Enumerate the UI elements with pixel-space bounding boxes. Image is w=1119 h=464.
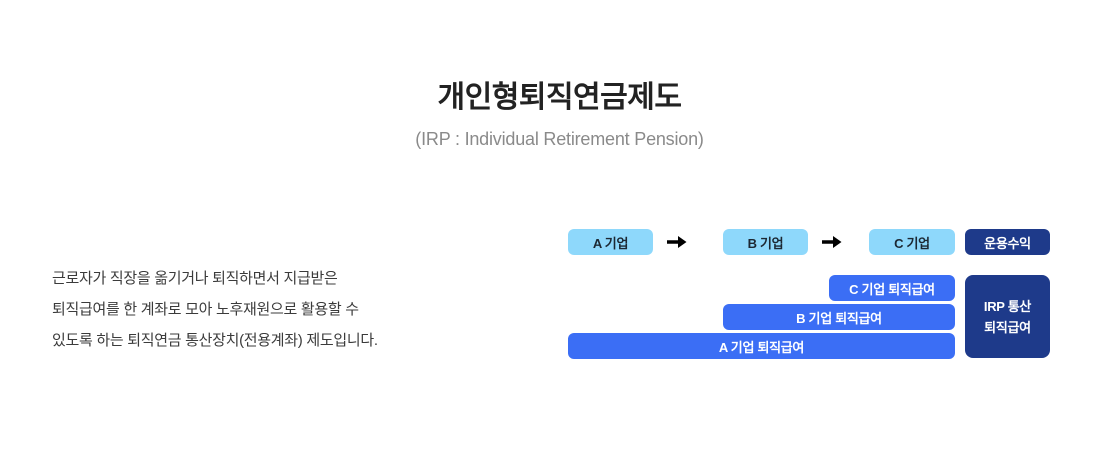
irp-panel-line-2: 퇴직급여 <box>984 319 1031 335</box>
page-subtitle: (IRP : Individual Retirement Pension) <box>415 129 704 149</box>
company-chip-b: B 기업 <box>723 229 808 255</box>
company-chip-c: C 기업 <box>869 229 955 255</box>
severance-bar-a: A 기업 퇴직급여 <box>568 333 955 359</box>
investment-gain-chip: 운용수익 <box>965 229 1050 255</box>
description-line-3: 있도록 하는 퇴직연금 통산장치(전용계좌) 제도입니다. <box>52 332 378 349</box>
severance-bar-b: B 기업 퇴직급여 <box>723 304 955 330</box>
severance-bar-c: C 기업 퇴직급여 <box>829 275 955 301</box>
description-line-2: 퇴직급여를 한 계좌로 모아 노후재원으로 활용할 수 <box>52 301 359 318</box>
arrow-right-icon <box>663 229 691 255</box>
irp-panel-line-1: IRP 통산 <box>983 298 1032 314</box>
arrow-right-icon <box>818 229 846 255</box>
company-chip-a: A 기업 <box>568 229 653 255</box>
description-paragraph: 근로자가 직장을 옮기거나 퇴직하면서 지급받은 퇴직급여를 한 계좌로 모아 … <box>52 263 472 356</box>
page-title: 개인형퇴직연금제도 <box>437 81 682 114</box>
irp-aggregate-panel: IRP 통산 퇴직급여 <box>965 275 1050 358</box>
description-line-1: 근로자가 직장을 옮기거나 퇴직하면서 지급받은 <box>52 270 338 287</box>
